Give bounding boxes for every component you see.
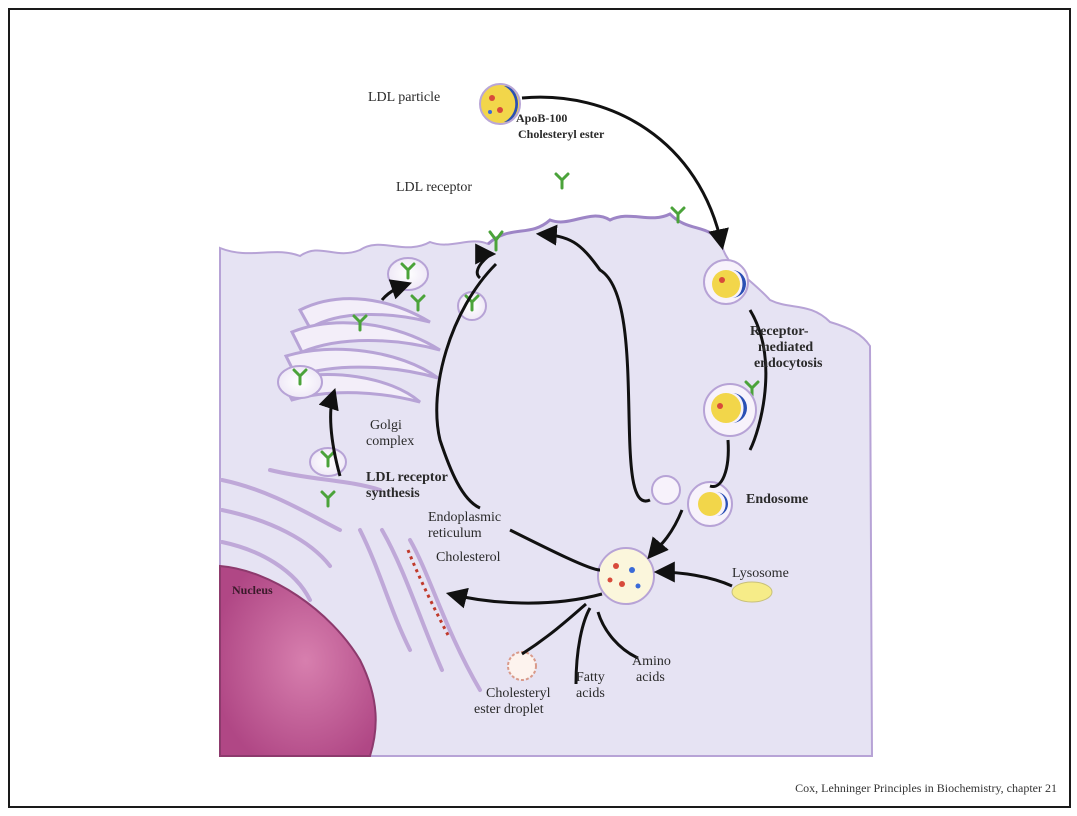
label-ldl-receptor: LDL receptor (396, 180, 472, 195)
citation: Cox, Lehninger Principles in Biochemistr… (795, 781, 1057, 796)
label-apob100: ApoB-100 (516, 112, 567, 125)
label-lysosome: Lysosome (732, 566, 789, 581)
coated-pit-ldl (704, 260, 748, 304)
slide-frame: LDL particle ApoB-100 Cholesteryl ester … (8, 8, 1071, 808)
label-golgi-1: Golgi (370, 418, 402, 433)
label-receptor-mediated-1: Receptor- (750, 324, 809, 339)
label-cholesterol: Cholesterol (436, 550, 501, 565)
label-golgi-2: complex (366, 434, 414, 449)
label-receptor-mediated-2: mediated (758, 340, 813, 355)
lysosome (732, 582, 772, 602)
label-droplet-2: ester droplet (474, 702, 544, 717)
cholesteryl-ester-droplet (508, 652, 536, 680)
label-ldl-synthesis-2: synthesis (366, 486, 420, 501)
label-droplet-1: Cholesteryl (486, 686, 551, 701)
label-nucleus: Nucleus (232, 584, 273, 597)
label-fatty-1: Fatty (576, 670, 605, 685)
label-er-1: Endoplasmic (428, 510, 501, 525)
label-ldl-particle: LDL particle (368, 90, 440, 105)
label-cholesteryl-ester: Cholesteryl ester (518, 128, 604, 141)
lysosome-fusion (598, 548, 654, 604)
label-amino-1: Amino (632, 654, 671, 669)
label-amino-2: acids (636, 670, 665, 685)
ldl-particle (480, 84, 520, 124)
label-endosome: Endosome (746, 492, 808, 507)
endocytic-vesicle (704, 384, 756, 436)
label-receptor-mediated-3: endocytosis (754, 356, 822, 371)
label-ldl-synthesis-1: LDL receptor (366, 470, 448, 485)
label-fatty-2: acids (576, 686, 605, 701)
label-er-2: reticulum (428, 526, 482, 541)
